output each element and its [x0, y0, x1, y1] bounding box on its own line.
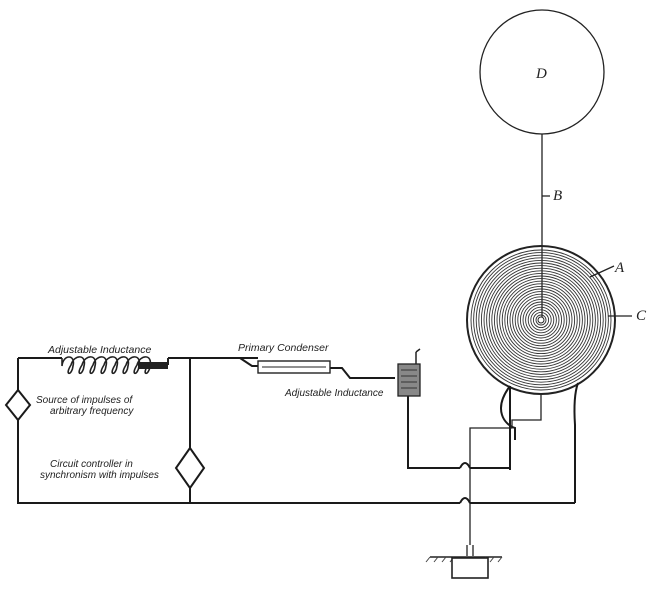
spiral-turn — [496, 275, 586, 365]
label-controller-line1: Circuit controller in — [50, 459, 133, 470]
label-controller-line2: synchronism with impulses — [40, 470, 159, 481]
spiral-turn — [530, 309, 552, 331]
coil-center-terminal — [537, 316, 545, 324]
primary-condenser — [257, 360, 331, 374]
label-d: D — [535, 66, 547, 82]
spiral-coil-a — [470, 249, 612, 391]
spiral-turn — [525, 304, 557, 336]
spiral-turn — [493, 272, 589, 368]
spiral-turn — [509, 288, 573, 352]
spiral-turn — [488, 267, 594, 373]
spiral-turn — [522, 301, 560, 339]
adjustable-inductance-coil-top — [61, 356, 169, 375]
spiral-turn — [514, 293, 568, 347]
label-b: B — [553, 188, 562, 204]
label-source-line2: arbitrary frequency — [50, 406, 134, 417]
spiral-turn — [512, 291, 570, 349]
spiral-turn — [475, 254, 607, 386]
spiral-turn — [480, 259, 602, 381]
spiral-turn — [506, 285, 576, 355]
primary-loop-c — [500, 382, 579, 503]
main-wiring — [17, 357, 575, 504]
spiral-turn — [473, 252, 609, 388]
spiral-turn — [483, 262, 599, 378]
label-a: A — [614, 260, 625, 276]
spiral-turn — [501, 280, 581, 360]
ground-lead — [466, 395, 542, 556]
spiral-turn — [519, 298, 563, 342]
adjustable-inductance-right — [397, 348, 421, 397]
label-source-line1: Source of impulses of — [36, 395, 133, 406]
circuit-controller-diamond — [174, 446, 206, 490]
source-diamond — [4, 388, 32, 422]
inductance-helix — [61, 356, 152, 375]
spiral-turn — [470, 249, 612, 391]
spiral-turn — [535, 314, 547, 326]
earth-plate — [425, 556, 503, 579]
inductance-core — [138, 362, 168, 369]
label-adjustable-inductance-top: Adjustable Inductance — [47, 344, 151, 356]
coil-outer-ring — [466, 245, 616, 395]
label-primary-condenser: Primary Condenser — [238, 342, 329, 354]
label-adjustable-inductance-right: Adjustable Inductance — [284, 388, 384, 399]
spiral-turn — [499, 278, 583, 362]
spiral-turn — [532, 311, 550, 329]
spiral-turn — [517, 296, 565, 344]
spiral-turn — [527, 306, 555, 334]
spiral-turn — [491, 270, 591, 370]
spiral-turn — [504, 283, 578, 357]
label-c: C — [636, 308, 647, 324]
spiral-turn — [478, 257, 604, 383]
label-a-pointer — [589, 265, 615, 278]
spiral-turn — [486, 265, 596, 375]
